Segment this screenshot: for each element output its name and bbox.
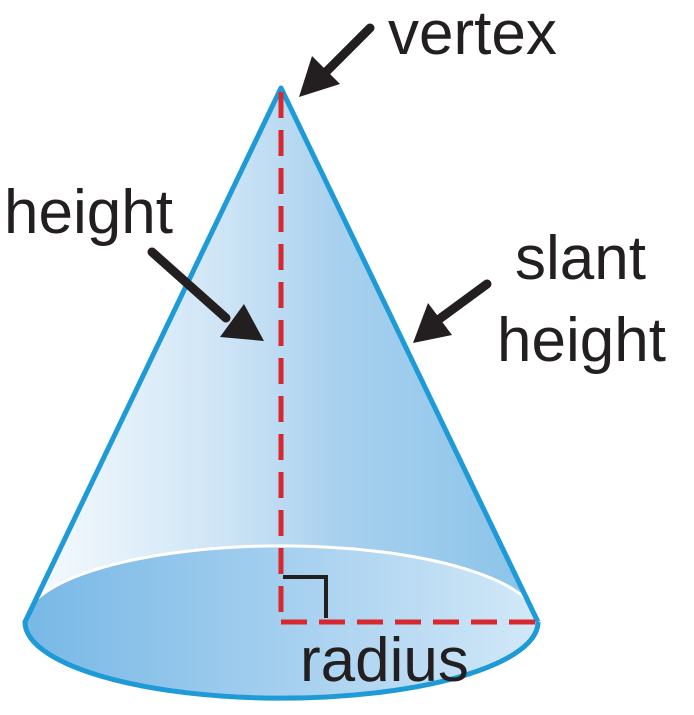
- cone-outline: [22, 85, 541, 701]
- cone-surface: [25, 88, 538, 699]
- vertex-arrow: [299, 23, 375, 97]
- base-back-rim: [23, 544, 540, 623]
- height-arrow: [147, 247, 264, 341]
- slant-height-label-line2: height: [497, 306, 666, 375]
- right-angle-marker: [283, 575, 328, 618]
- slant-height-label-line1: slant: [515, 224, 646, 293]
- radius-label: radius: [300, 626, 469, 695]
- slant-height-arrow: [413, 279, 492, 343]
- vertex-label: vertex: [388, 0, 557, 68]
- height-label: height: [4, 178, 173, 247]
